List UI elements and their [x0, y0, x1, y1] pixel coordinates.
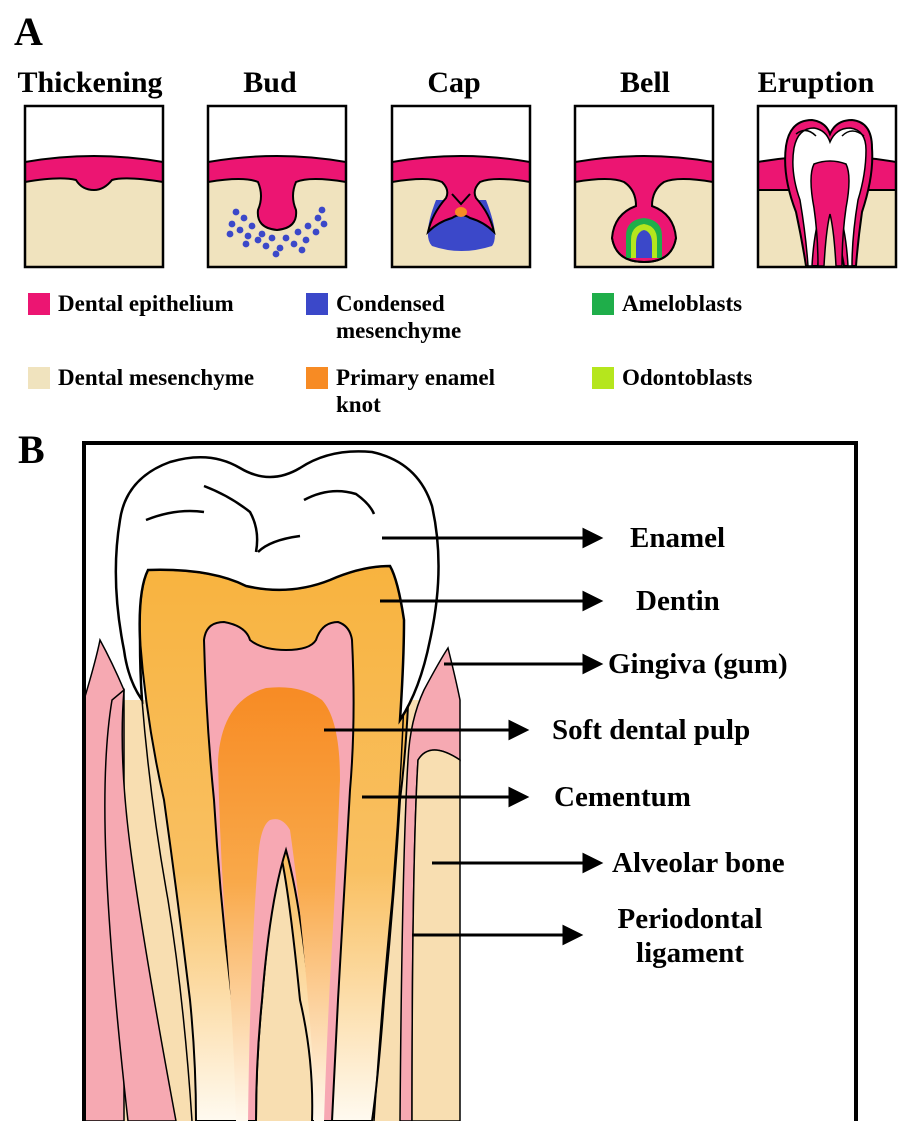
- swatch-primary-enamel-knot: [306, 367, 328, 389]
- legend-label: Dental mesenchyme: [58, 364, 254, 391]
- swatch-dental-mesenchyme: [28, 367, 50, 389]
- label-periodontal-ligament: Periodontal ligament: [600, 902, 780, 970]
- panel-b-letter: B: [18, 430, 45, 470]
- stage-cap-illustration: [392, 106, 530, 267]
- label-gingiva: Gingiva (gum): [608, 647, 788, 681]
- legend-label: Condensed mesenchyme: [336, 290, 501, 344]
- legend-label: Dental epithelium: [58, 290, 234, 317]
- label-dentin: Dentin: [636, 584, 720, 618]
- legend-condensed-mesenchyme: Condensed mesenchyme: [306, 290, 501, 344]
- legend-dental-mesenchyme: Dental mesenchyme: [28, 364, 254, 391]
- legend-dental-epithelium: Dental epithelium: [28, 290, 234, 317]
- label-alveolar-bone: Alveolar bone: [612, 846, 785, 880]
- label-enamel: Enamel: [630, 521, 725, 555]
- legend-odontoblasts: Odontoblasts: [592, 364, 752, 391]
- legend-label: Ameloblasts: [622, 290, 742, 317]
- stage-bud-illustration: [208, 106, 346, 267]
- swatch-odontoblasts: [592, 367, 614, 389]
- panel-b-tooth: [84, 443, 856, 1121]
- label-soft-dental-pulp: Soft dental pulp: [552, 713, 750, 747]
- swatch-condensed-mesenchyme: [306, 293, 328, 315]
- legend-label: Odontoblasts: [622, 364, 752, 391]
- legend-primary-enamel-knot: Primary enamel knot: [306, 364, 536, 418]
- swatch-ameloblasts: [592, 293, 614, 315]
- stage-bell-illustration: [575, 106, 713, 267]
- stage-eruption-illustration: [758, 106, 896, 267]
- legend-ameloblasts: Ameloblasts: [592, 290, 742, 317]
- stage-thickening-illustration: [25, 106, 163, 267]
- label-cementum: Cementum: [554, 780, 691, 814]
- legend-label: Primary enamel knot: [336, 364, 536, 418]
- swatch-dental-epithelium: [28, 293, 50, 315]
